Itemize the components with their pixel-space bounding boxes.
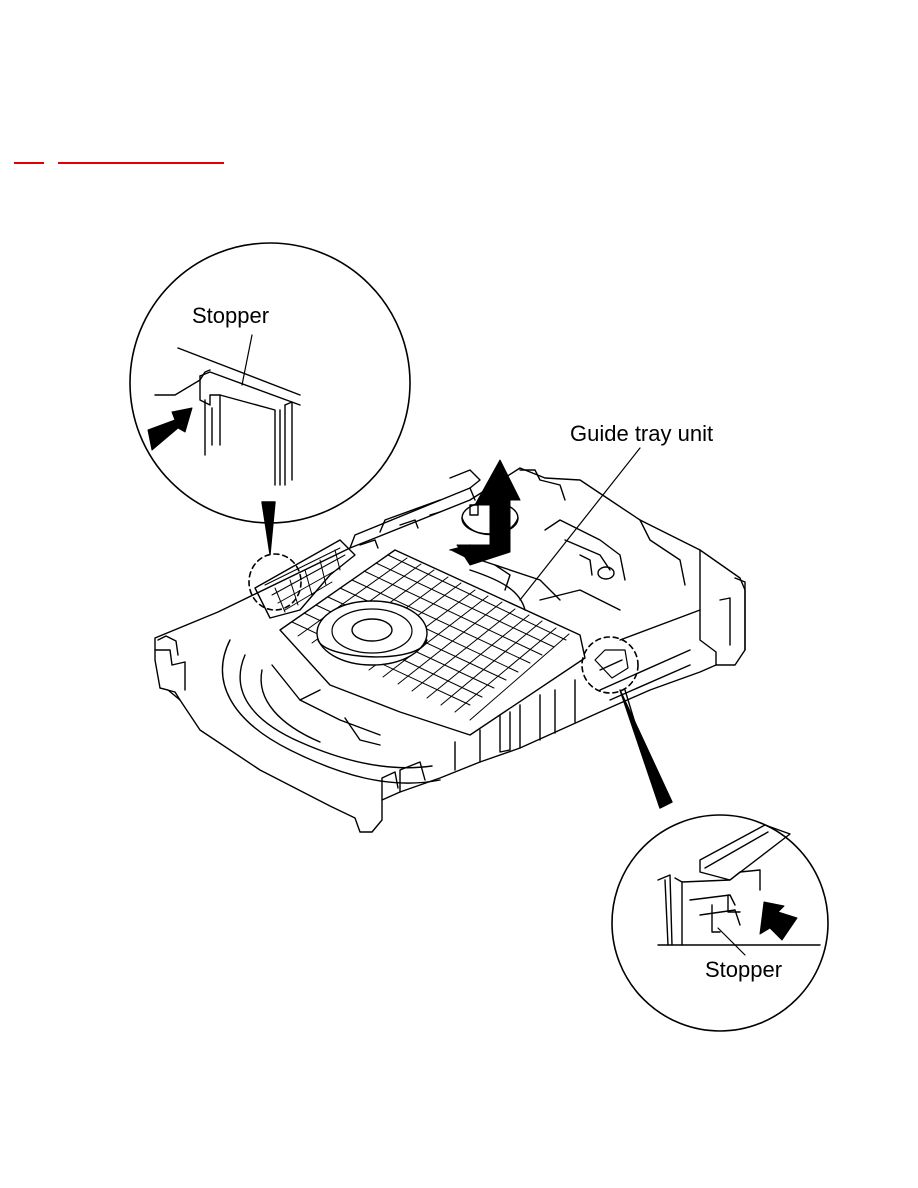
- label-stopper-bottom: Stopper: [705, 957, 782, 982]
- pointer-top: [262, 502, 275, 554]
- label-stopper-top: Stopper: [192, 303, 269, 328]
- stopper-left-marker: [249, 554, 301, 610]
- stopper-callout-top: [130, 243, 410, 523]
- stopper-callout-bottom: [612, 815, 828, 1031]
- guide-tray-leader: [520, 448, 640, 600]
- label-guide-tray-unit: Guide tray unit: [570, 421, 713, 446]
- removal-arrow: [450, 460, 520, 565]
- guide-tray-unit: [255, 540, 585, 735]
- pointer-bottom: [620, 690, 672, 808]
